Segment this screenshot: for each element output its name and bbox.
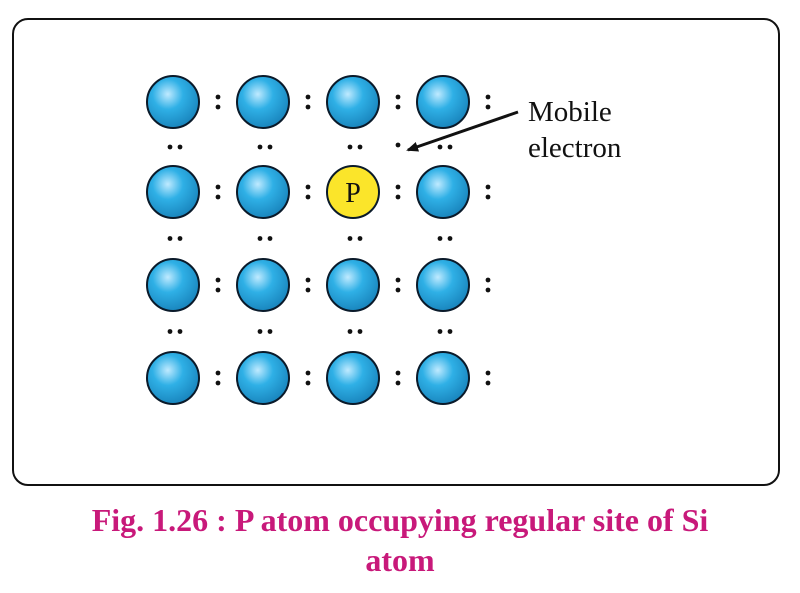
silicon-atom	[416, 258, 470, 312]
silicon-atom	[146, 351, 200, 405]
bond-dot	[395, 380, 401, 386]
bond-dot	[347, 236, 353, 241]
bond-dot	[447, 144, 453, 150]
silicon-atom	[326, 258, 380, 312]
bond-dot	[267, 144, 273, 150]
bond-dot	[167, 329, 173, 334]
phosphorus-atom-label: P	[345, 178, 361, 209]
bond-dot	[395, 277, 401, 283]
atom-grid: P	[146, 75, 470, 405]
bond-dot	[395, 194, 401, 200]
bond-dot	[305, 277, 311, 283]
bond-dot	[177, 329, 183, 334]
silicon-atom	[326, 75, 380, 129]
bond-dot	[437, 236, 443, 241]
silicon-atom	[236, 75, 290, 129]
bond-dot	[485, 184, 491, 190]
bond-dot	[395, 94, 401, 100]
silicon-atom	[146, 165, 200, 219]
bond-dot	[437, 329, 443, 334]
mobile-electron-arrow	[406, 110, 519, 152]
bond-dot	[267, 236, 273, 241]
phosphorus-atom	[326, 165, 380, 219]
bond-dot	[267, 329, 273, 334]
bond-dot	[395, 184, 401, 190]
bond-dot	[167, 144, 173, 150]
bond-dot	[395, 104, 401, 110]
bond-dot	[395, 370, 401, 376]
bond-dot	[447, 329, 453, 334]
bond-dot	[177, 236, 183, 241]
silicon-atom	[416, 165, 470, 219]
bond-dot	[485, 380, 491, 386]
bond-dot	[447, 236, 453, 241]
bond-dot	[347, 144, 353, 150]
bond-dot	[395, 287, 401, 293]
figure-caption: Fig. 1.26 : P atom occupying regular sit…	[0, 500, 800, 580]
bond-dot	[257, 329, 263, 334]
bond-dot	[357, 144, 363, 150]
bond-dot	[257, 144, 263, 150]
bond-dot	[357, 236, 363, 241]
bond-dot	[305, 370, 311, 376]
caption-line2: atom	[365, 542, 435, 578]
bond-dot	[305, 104, 311, 110]
bond-dot	[305, 287, 311, 293]
silicon-atom	[236, 258, 290, 312]
silicon-atom	[236, 165, 290, 219]
caption-line1: Fig. 1.26 : P atom occupying regular sit…	[91, 502, 709, 538]
silicon-atom	[146, 75, 200, 129]
silicon-atom	[146, 258, 200, 312]
bond-dot	[177, 144, 183, 150]
silicon-atom	[326, 351, 380, 405]
bond-dot	[305, 380, 311, 386]
bond-dot	[347, 329, 353, 334]
bond-dot	[305, 184, 311, 190]
bond-dot	[485, 287, 491, 293]
bond-dot	[215, 287, 221, 293]
silicon-atom	[416, 75, 470, 129]
silicon-atom	[236, 351, 290, 405]
bond-dot	[485, 104, 491, 110]
bond-dot	[357, 329, 363, 334]
bond-dot	[167, 236, 173, 241]
mobile-label-line1: Mobile	[528, 96, 612, 128]
silicon-atom	[416, 351, 470, 405]
bond-dot	[257, 236, 263, 241]
bond-dots	[167, 94, 491, 386]
bond-dot	[215, 194, 221, 200]
bond-dot	[215, 94, 221, 100]
mobile-label-line2: electron	[528, 132, 622, 164]
bond-dot	[215, 277, 221, 283]
bond-dot	[485, 277, 491, 283]
bond-dot	[215, 104, 221, 110]
bond-dot	[215, 370, 221, 376]
bond-dot	[485, 94, 491, 100]
bond-dot	[215, 380, 221, 386]
bond-dot	[215, 184, 221, 190]
bond-dot	[305, 194, 311, 200]
bond-dot	[485, 370, 491, 376]
mobile-electron-label: Mobile electron	[528, 94, 621, 166]
bond-dot	[305, 94, 311, 100]
bond-dot	[437, 144, 443, 150]
mobile-electron-dot	[395, 142, 401, 148]
bond-dot	[485, 194, 491, 200]
